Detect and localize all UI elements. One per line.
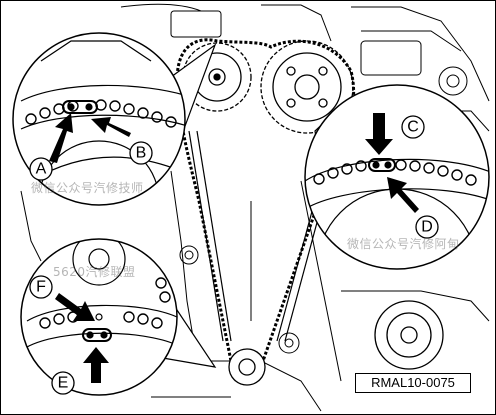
arrow-d [387, 177, 419, 213]
arrow-f [55, 293, 95, 321]
svg-text:B: B [136, 145, 147, 162]
timing-chain [175, 38, 356, 376]
callout-b: B [129, 141, 153, 165]
callout-e: E [51, 371, 75, 395]
svg-text:A: A [36, 161, 47, 178]
watermark-2: 微信公众号汽修阿甸 [347, 237, 460, 251]
callout-f: F [29, 275, 53, 299]
arrow-c [365, 113, 393, 155]
arrow-e [83, 347, 109, 383]
crankshaft-sprocket [228, 348, 266, 386]
watermark-3: 5620汽修联盟 [53, 265, 136, 279]
watermark-1: 微信公众号汽修技师 [31, 181, 144, 195]
figure-reference-code: RMAL10-0075 [355, 373, 471, 393]
detail-view-a-b [12, 32, 217, 206]
svg-text:E: E [58, 375, 69, 392]
svg-text:D: D [421, 219, 433, 236]
callout-c: C [401, 115, 425, 139]
svg-text:C: C [407, 119, 419, 136]
callout-a: A [29, 157, 53, 181]
camshaft-sprocket-right [260, 40, 354, 134]
arrow-b [91, 117, 131, 137]
detail-view-e-f [20, 238, 217, 396]
arrow-a [49, 113, 73, 163]
lower-right-pulley [374, 300, 444, 370]
detail-view-c-d [304, 84, 490, 270]
svg-text:F: F [36, 279, 46, 296]
callout-d: D [415, 215, 439, 239]
